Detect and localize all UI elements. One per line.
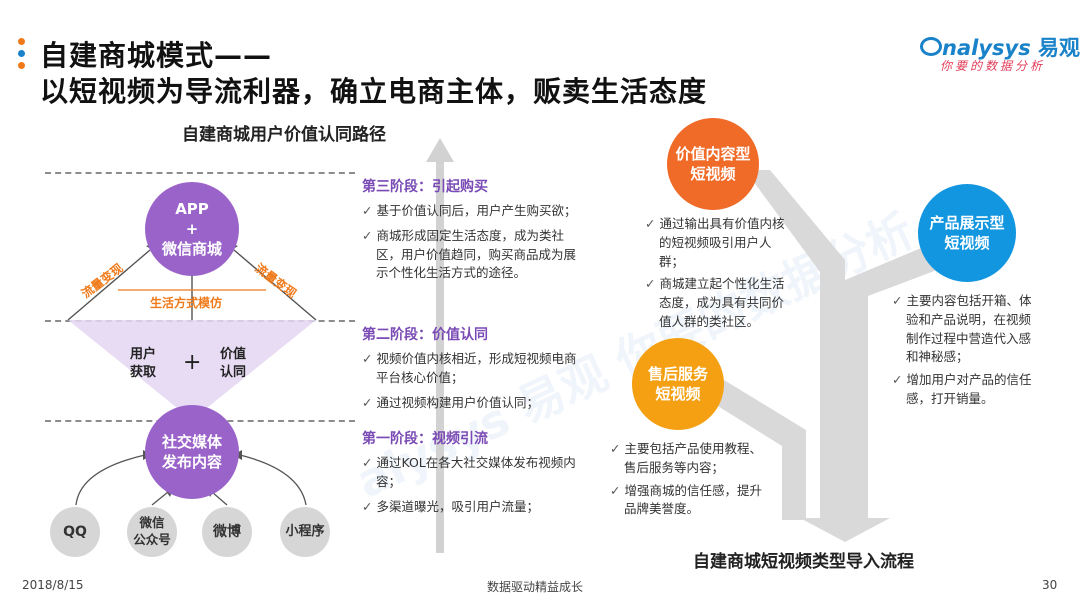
logo-tagline: 你要的数据分析 <box>940 59 1046 73</box>
after-sales-bullet-2: 增强商城的信任感，提升品牌美誉度。 <box>610 482 770 520</box>
source-arrow-miniapp <box>239 454 307 506</box>
product-display-bullet-1: 主要内容包括开箱、体验和产品说明，在视频制作过程中营造代入感和神秘感； <box>892 292 1042 367</box>
source-arrow-qq <box>75 454 146 506</box>
product-display-bullets: 主要内容包括开箱、体验和产品说明，在视频制作过程中营造代入感和神秘感； 增加用户… <box>892 292 1042 409</box>
flow-arrow-top-left <box>745 170 845 520</box>
page-title-line1: 自建商城模式—— <box>40 39 273 72</box>
lifestyle-mimic-label: 生活方式模仿 <box>150 296 223 310</box>
product-display-video-node: 产品展示型 短视频 <box>918 184 1016 282</box>
value-content-bullet-2: 商城建立起个性化生活态度，成为具有共同价值人群的类社区。 <box>645 275 795 331</box>
source-arrow-wechat <box>151 491 169 506</box>
value-content-bullets: 通过输出具有价值内核的短视频吸引用户人群； 商城建立起个性化生活态度，成为具有共… <box>645 215 795 332</box>
stage-2-bullet-2: 通过视频构建用户价值认同； <box>362 394 577 413</box>
after-sales-bullets: 主要包括产品使用教程、售后服务等内容； 增强商城的信任感，提升品牌美誉度。 <box>610 440 770 519</box>
logo-brand-cn: 易观 <box>1038 36 1080 60</box>
after-sales-bullet-1: 主要包括产品使用教程、售后服务等内容； <box>610 440 770 478</box>
left-diagonal-arrow <box>67 249 151 321</box>
dashed-line-top <box>45 172 355 174</box>
stage-2-block: 第二阶段：价值认同 视频价值内核相近，形成短视频电商平台核心价值； 通过视频构建… <box>362 324 577 412</box>
flow-arrow-top-right <box>845 240 958 520</box>
dot-3 <box>18 62 25 69</box>
product-display-bullet-2: 增加用户对产品的信任感，打开销量。 <box>892 371 1042 409</box>
left-diagram-title: 自建商城用户价值认同路径 <box>182 125 386 145</box>
after-sales-video-node: 售后服务 短视频 <box>632 338 724 430</box>
stage-3-bullet-1: 基于价值认同后，用户产生购买欲； <box>362 202 577 221</box>
flow-arrow-main-head <box>800 518 890 542</box>
source-wechat-official: 微信 公众号 <box>127 507 177 557</box>
funnel-shape <box>68 320 316 420</box>
stage-1-title: 第一阶段：视频引流 <box>362 431 488 447</box>
stage-2-bullet-1: 视频价值内核相近，形成短视频电商平台核心价值； <box>362 350 577 388</box>
brand-logo: nalysys 易观 <box>920 32 1080 62</box>
flow-arrow-bottom-left <box>700 380 806 520</box>
source-qq: QQ <box>50 507 100 557</box>
funnel-plus: + <box>183 350 202 375</box>
source-arrow-weibo <box>211 491 228 506</box>
right-diagonal-arrow <box>233 249 317 321</box>
footer-slogan: 数据驱动精益成长 <box>487 580 584 594</box>
stage-2-title: 第二阶段：价值认同 <box>362 327 488 343</box>
funnel-user-acquire: 用户 获取 <box>130 347 157 380</box>
value-content-bullet-1: 通过输出具有价值内核的短视频吸引用户人群； <box>645 215 795 271</box>
logo-a-icon <box>920 37 942 56</box>
page-title-line2: 以短视频为导流利器，确立电商主体，贩卖生活态度 <box>40 75 708 108</box>
value-content-video-node: 价值内容型 短视频 <box>667 118 759 210</box>
right-diagram-title: 自建商城短视频类型导入流程 <box>693 552 914 572</box>
dot-1 <box>18 38 25 45</box>
stage-1-bullet-2: 多渠道曝光，吸引用户流量； <box>362 498 577 517</box>
stage-3-bullet-2: 商城形成固定生活态度，成为类社区，用户价值趋同，购买商品成为展示个性化生活方式的… <box>362 227 577 283</box>
source-mini-program: 小程序 <box>280 507 330 557</box>
stage-progress-arrow-head <box>426 138 454 162</box>
funnel-value-recognize: 价值 认同 <box>220 347 247 380</box>
social-media-node: 社交媒体 发布内容 <box>145 405 239 499</box>
stage-3-title: 第三阶段：引起购买 <box>362 179 488 195</box>
source-weibo: 微博 <box>202 507 252 557</box>
dot-2 <box>18 50 25 57</box>
footer-page-number: 30 <box>1042 578 1058 592</box>
footer-date: 2018/8/15 <box>22 578 84 592</box>
logo-brand: nalysys <box>942 36 1031 60</box>
stage-1-bullet-1: 通过KOL在各大社交媒体发布视频内容； <box>362 454 577 492</box>
app-wechat-mall-node: APP + 微信商城 <box>145 182 239 276</box>
stage-1-block: 第一阶段：视频引流 通过KOL在各大社交媒体发布视频内容； 多渠道曝光，吸引用户… <box>362 428 577 516</box>
stage-3-block: 第三阶段：引起购买 基于价值认同后，用户产生购买欲； 商城形成固定生活态度，成为… <box>362 176 577 283</box>
